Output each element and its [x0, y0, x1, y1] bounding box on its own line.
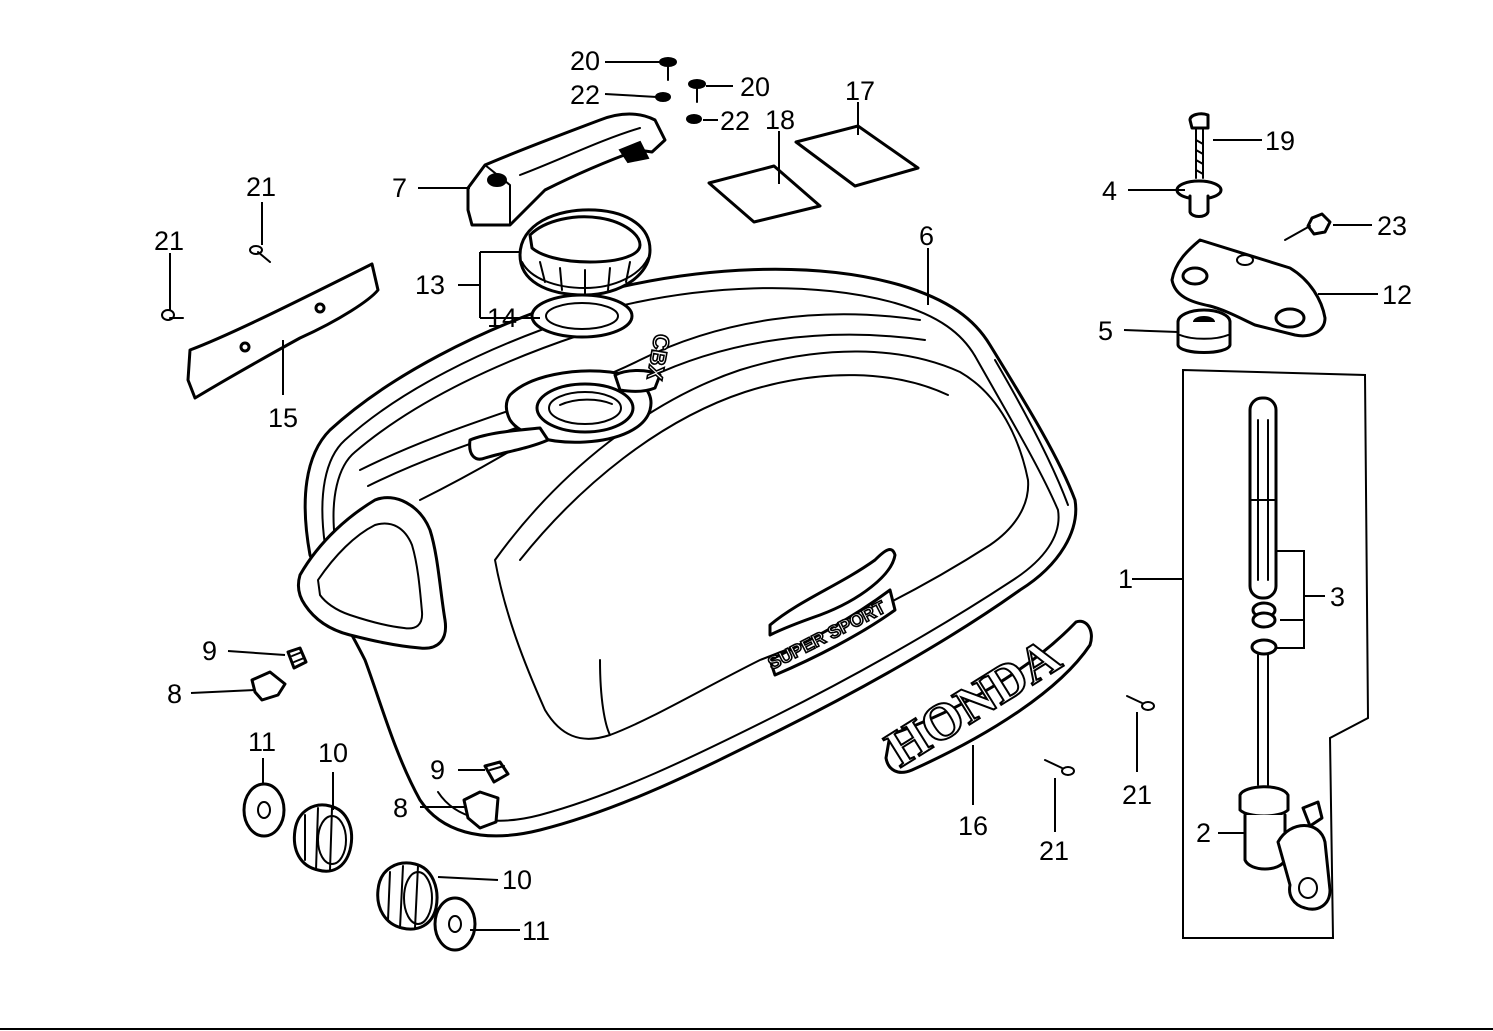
- callout-22b: 22: [720, 106, 750, 136]
- rubber-9-upper: [286, 646, 308, 670]
- screw-21-plate-b: [161, 309, 184, 321]
- fuel-valve: [1238, 785, 1332, 911]
- callout-11a: 11: [248, 727, 276, 757]
- callout-10a: 10: [318, 738, 348, 768]
- washer-11-left: [242, 782, 286, 838]
- callout-3: 3: [1330, 582, 1345, 612]
- valve-tube: [1257, 654, 1269, 786]
- callout-21d: 21: [1122, 780, 1152, 810]
- leader-lines: [169, 61, 1378, 931]
- callout-20b: 20: [740, 72, 770, 102]
- callout-4: 4: [1102, 176, 1117, 206]
- decal-18: [707, 164, 822, 224]
- callout-18: 18: [765, 105, 795, 135]
- screw-21-emblem-b: [1126, 695, 1155, 711]
- strainer-tube: [1248, 396, 1278, 600]
- screw-21-emblem-a: [1044, 759, 1075, 776]
- callout-20a: 20: [570, 46, 600, 76]
- callout-9a: 9: [202, 636, 217, 666]
- screw-20-left: [659, 57, 677, 81]
- callout-11b: 11: [522, 916, 550, 946]
- bolt-19: [1188, 112, 1210, 179]
- rubber-9-lower: [483, 760, 510, 784]
- callout-labels: 20 22 20 22 17 18 7 6 13 14 21 21 15 9 8…: [154, 46, 1412, 946]
- fuel-cap-gasket: [530, 293, 634, 339]
- callout-15: 15: [268, 403, 298, 433]
- fuel-valve-assembly-box: [1182, 368, 1370, 939]
- washer-11-right: [433, 896, 477, 952]
- rubber-8-lower: [462, 790, 500, 830]
- callout-7: 7: [392, 173, 407, 203]
- callout-8b: 8: [393, 793, 408, 823]
- strainer-seal: [1251, 601, 1277, 629]
- callout-8a: 8: [167, 679, 182, 709]
- callout-5: 5: [1098, 316, 1113, 346]
- callout-12: 12: [1382, 280, 1412, 310]
- washer-22-right: [686, 114, 702, 124]
- heat-guard-plate: [186, 262, 380, 400]
- screw-21-plate-a: [249, 245, 271, 263]
- callout-2: 2: [1196, 818, 1211, 848]
- callout-16: 16: [958, 811, 988, 841]
- screw-20-right: [688, 79, 706, 103]
- damper-10-left: [292, 803, 354, 873]
- collar-4: [1175, 179, 1223, 218]
- callout-23: 23: [1377, 211, 1407, 241]
- callout-6: 6: [919, 221, 934, 251]
- callout-21c: 21: [1039, 836, 1069, 866]
- damper-10-right: [376, 861, 439, 931]
- callout-1: 1: [1118, 564, 1133, 594]
- decal-17: [794, 124, 920, 188]
- callout-17: 17: [845, 76, 875, 106]
- o-ring: [1250, 638, 1278, 656]
- callout-13: 13: [415, 270, 445, 300]
- fuel-tank: CBX SUPER SPORT: [296, 267, 1078, 838]
- fuel-cap: [518, 208, 652, 297]
- mount-bracket-12: [1170, 238, 1327, 338]
- callout-21a: 21: [246, 172, 276, 202]
- rubber-8-upper: [250, 670, 287, 702]
- bolt-23: [1284, 212, 1332, 241]
- washer-22-left: [655, 92, 671, 102]
- rubber-cushion-5: [1176, 308, 1232, 354]
- callout-10b: 10: [502, 865, 532, 895]
- callout-14: 14: [487, 303, 517, 333]
- cap-hinge-bracket: [466, 112, 667, 227]
- callout-19: 19: [1265, 126, 1295, 156]
- callout-9b: 9: [430, 755, 445, 785]
- callout-21b: 21: [154, 226, 184, 256]
- callout-22a: 22: [570, 80, 600, 110]
